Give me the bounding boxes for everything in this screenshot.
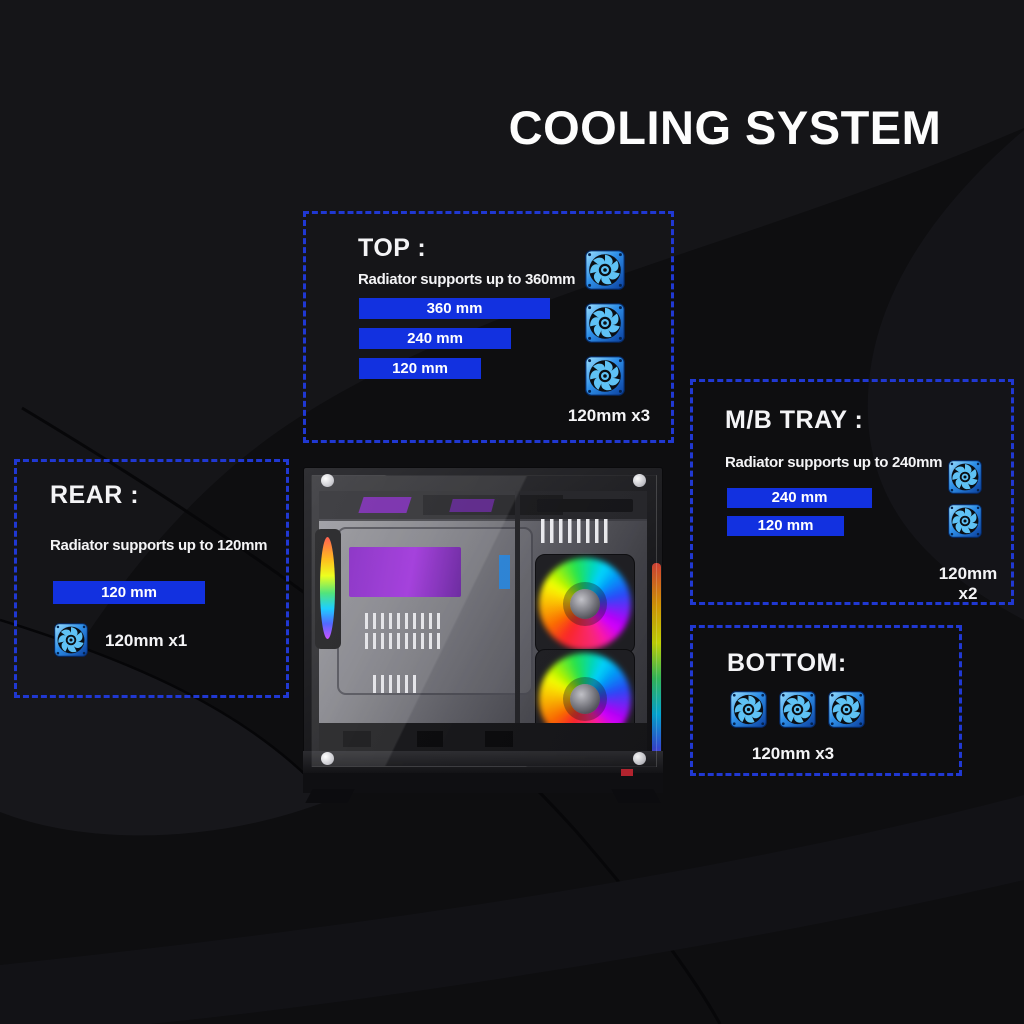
case-vent-slits	[365, 613, 443, 629]
panel-bottom-fan-note: 120mm x3	[751, 744, 835, 763]
radiator-size-bar: 240 mm	[359, 328, 511, 349]
page-title: COOLING SYSTEM	[508, 101, 942, 154]
fan-icon	[585, 356, 625, 396]
case-base	[303, 773, 663, 793]
case-purple-accent	[358, 497, 412, 513]
case-pcie-slot	[537, 499, 633, 512]
glass-screw	[633, 474, 646, 487]
fan-icon	[730, 691, 767, 728]
fan-icon	[54, 623, 88, 657]
fan-icon	[828, 691, 865, 728]
case-chamber-divider	[515, 491, 520, 725]
panel-rear-fans	[54, 623, 88, 657]
glass-screw	[633, 752, 646, 765]
front-rgb-fan	[535, 554, 635, 654]
panel-top-title: TOP :	[358, 234, 427, 262]
panel-top-subtitle: Radiator supports up to 360mm	[358, 271, 576, 288]
pc-case-image	[303, 467, 663, 803]
case-purple-shroud	[349, 547, 461, 597]
glass-screw	[321, 474, 334, 487]
panel-top-fans	[585, 250, 625, 396]
radiator-size-bar: 120 mm	[727, 516, 844, 536]
case-vent-slits	[541, 519, 611, 543]
glass-screw	[321, 752, 334, 765]
panel-top-bars: 360 mm 240 mm 120 mm	[359, 298, 550, 388]
case-foot	[305, 789, 355, 803]
rear-rgb-fan	[320, 537, 335, 639]
panel-top: TOP : Radiator supports up to 360mm 360 …	[303, 211, 674, 443]
case-bottom-cutout	[343, 731, 371, 747]
panel-mb-fans	[948, 460, 982, 538]
radiator-size-bar: 120 mm	[359, 358, 481, 379]
panel-bottom-fans	[730, 691, 865, 728]
fan-icon	[585, 250, 625, 290]
panel-mb-fan-note: 120mm x2	[938, 564, 998, 603]
case-bottom-frame	[303, 751, 663, 773]
radiator-size-bar: 240 mm	[727, 488, 872, 508]
panel-bottom: BOTTOM: 120mm x3	[690, 625, 962, 776]
panel-rear-subtitle: Radiator supports up to 120mm	[50, 537, 268, 554]
fan-icon	[948, 504, 982, 538]
radiator-size-bar: 360 mm	[359, 298, 550, 319]
panel-top-fan-note: 120mm x3	[567, 406, 651, 425]
case-bottom-chamber	[319, 723, 647, 751]
case-purple-accent	[449, 499, 495, 512]
panel-mb-subtitle: Radiator supports up to 240mm	[725, 454, 943, 471]
panel-rear: REAR : Radiator supports up to 120mm 120…	[14, 459, 289, 698]
panel-mb-title: M/B TRAY :	[725, 406, 864, 434]
fan-icon	[948, 460, 982, 494]
case-vent-slits	[373, 675, 421, 693]
fan-icon	[779, 691, 816, 728]
panel-mb-bars: 240 mm 120 mm	[727, 488, 872, 544]
fan-icon	[585, 303, 625, 343]
panel-rear-title: REAR :	[50, 481, 140, 509]
case-foot	[611, 789, 661, 803]
case-bottom-cutout	[417, 731, 443, 747]
panel-mb-tray: M/B TRAY : Radiator supports up to 240mm…	[690, 379, 1014, 605]
panel-rear-bars: 120 mm	[53, 581, 205, 613]
panel-rear-fan-note: 120mm x1	[105, 631, 188, 650]
case-vent-slits	[365, 633, 443, 649]
panel-bottom-title: BOTTOM:	[727, 649, 847, 677]
case-bottom-cutout	[485, 731, 513, 747]
radiator-size-bar: 120 mm	[53, 581, 205, 604]
case-blue-tab	[499, 555, 510, 589]
front-rgb-glow	[652, 563, 661, 773]
case-red-badge	[621, 769, 633, 776]
